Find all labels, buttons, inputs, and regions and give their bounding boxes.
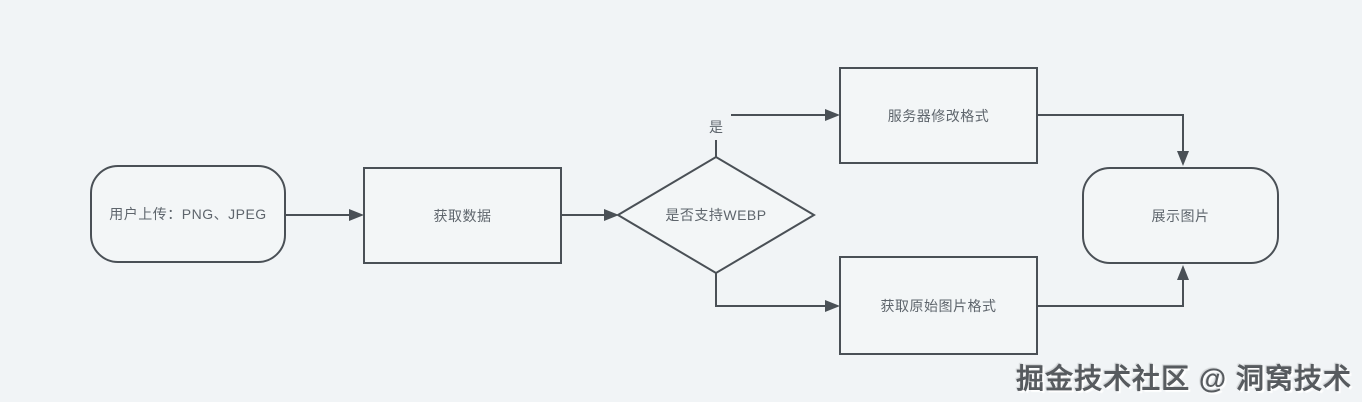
edge-original-to-display [1038,277,1184,307]
decision-diamond-shape [616,155,816,275]
edge-decision-yes-to-server [715,114,827,157]
node-server-modify-format: 服务器修改格式 [839,67,1038,164]
node-get-original-format: 获取原始图片格式 [839,256,1038,355]
arrowhead-into-display-bottom-icon [1177,265,1189,280]
node-user-upload: 用户上传：PNG、JPEG [90,165,286,263]
arrowhead-into-original-icon [825,300,840,312]
node-user-upload-label: 用户上传：PNG、JPEG [109,206,267,222]
arrowhead-into-display-top-icon [1177,151,1189,166]
node-get-data: 获取数据 [363,167,562,264]
arrowhead-into-decision-icon [604,209,619,221]
node-display-image-label: 展示图片 [1151,207,1210,224]
node-display-image: 展示图片 [1082,167,1279,264]
arrowhead-into-getdata-icon [349,209,364,221]
node-get-original-format-label: 获取原始图片格式 [880,297,997,314]
edge-server-to-display [1038,114,1184,154]
edge-decision-to-original [715,273,827,307]
edge-label-yes: 是 [701,113,731,140]
watermark-text: 掘金技术社区 @ 洞窝技术 [1016,363,1352,394]
node-server-modify-format-label: 服务器修改格式 [887,107,990,124]
node-get-data-label: 获取数据 [433,207,492,224]
arrowhead-into-server-icon [825,109,840,121]
